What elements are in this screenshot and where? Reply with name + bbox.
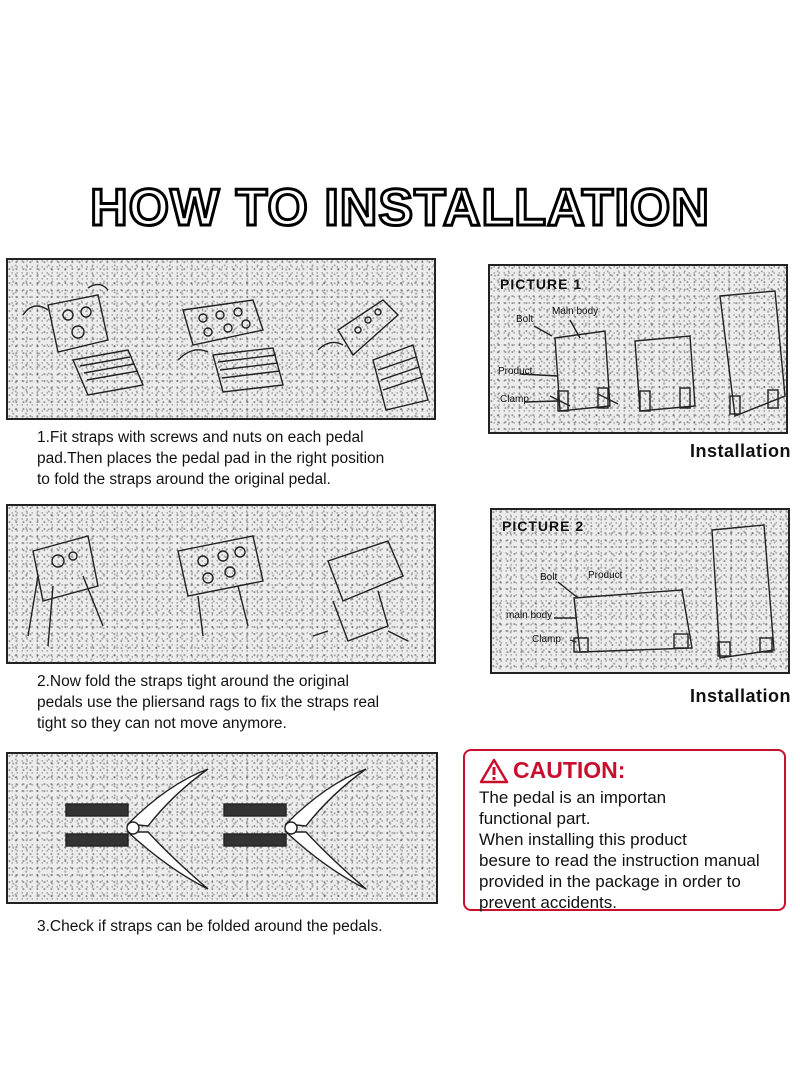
picture-1-clamp-label: Clamp <box>500 394 529 405</box>
warning-triangle-icon <box>479 758 509 783</box>
picture-2-product-label: Product <box>588 570 623 581</box>
picture-2-main-body-label: maln body <box>506 610 553 621</box>
page-title: HOW TO INSTALLATION <box>89 178 711 239</box>
caution-heading: CAUTION: <box>479 757 625 784</box>
step-1-line: 1.Fit straps with screws and nuts on eac… <box>37 429 364 446</box>
step-2-text: 2.Now fold the straps tight around the o… <box>37 671 457 734</box>
pedal-assembly-drawing <box>22 283 429 411</box>
step-2-line: 2.Now fold the straps tight around the o… <box>37 673 349 690</box>
picture-1-caption: Installation <box>690 441 792 461</box>
pliers-drawing <box>65 768 367 890</box>
strap-folding-drawing <box>27 535 409 647</box>
step-1-line: pad.Then places the pedal pad in the rig… <box>37 450 385 467</box>
step-3-line: 3.Check if straps can be folded around t… <box>37 918 383 935</box>
step-2-illustration <box>6 504 436 664</box>
step-1-text: 1.Fit straps with screws and nuts on eac… <box>37 427 447 490</box>
caution-line: prevent accidents. <box>479 893 617 912</box>
caution-line: functional part. <box>479 809 591 828</box>
picture-1-main-body-label: Maln body <box>552 306 599 317</box>
picture-1-product-label: Product <box>498 366 533 377</box>
step-1-illustration <box>6 258 436 420</box>
caution-line: provided in the package in order to <box>479 872 741 891</box>
picture-1-bolt-label: Bolt <box>516 314 534 325</box>
picture-1-title: PICTURE 1 <box>500 276 583 292</box>
caution-heading-text: CAUTION: <box>513 757 626 783</box>
picture-1-panel: PICTURE 1 Maln body Bolt Product Clamp <box>488 264 788 434</box>
step-2-line: pedals use the pliersand rags to fix the… <box>37 694 380 711</box>
caution-box: CAUTION: The pedal is an importan functi… <box>463 749 786 912</box>
caution-line: The pedal is an importan <box>479 788 667 807</box>
step-1-line: to fold the straps around the original p… <box>37 471 331 488</box>
picture-2-caption: Installation <box>690 686 792 706</box>
picture-2-bolt-label: Bolt <box>540 572 558 583</box>
step-3-illustration <box>6 752 438 904</box>
picture-2-clamp-label: Clamp <box>532 634 561 645</box>
step-3-text: 3.Check if straps can be folded around t… <box>37 916 457 937</box>
caution-line: besure to read the instruction manual <box>479 851 760 870</box>
picture-2-drawing <box>554 524 775 659</box>
picture-2-panel: PICTURE 2 Bolt Product maln body Clamp <box>490 508 790 674</box>
caution-line: When installing this product <box>479 830 687 849</box>
picture-1-drawing <box>519 290 786 417</box>
picture-2-title: PICTURE 2 <box>502 518 585 534</box>
step-2-line: tight so they can not move anymore. <box>37 715 287 732</box>
